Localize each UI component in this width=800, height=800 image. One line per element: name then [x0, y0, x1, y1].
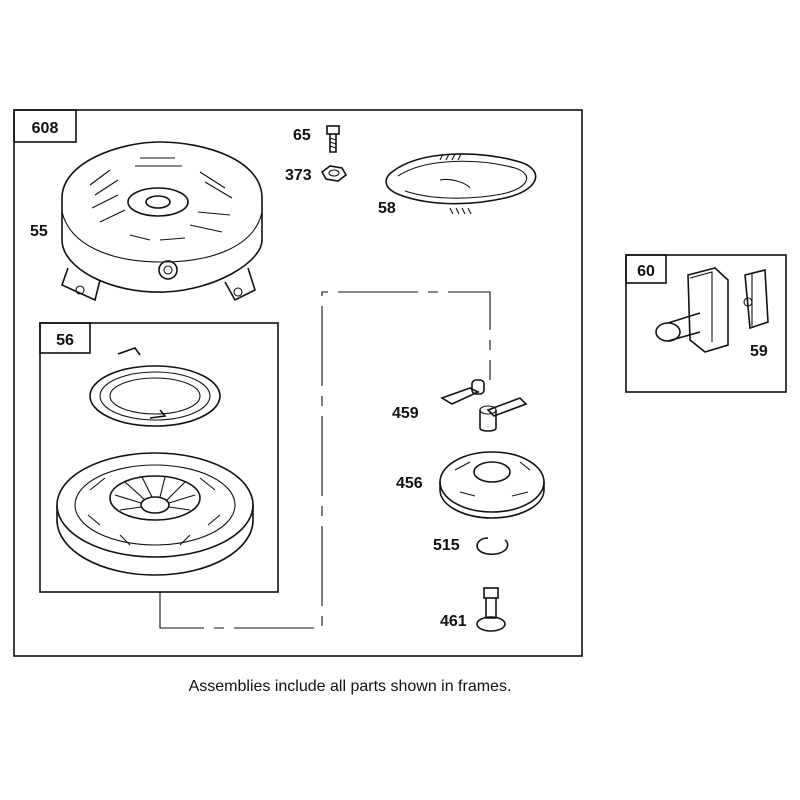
cup-drawing	[439, 451, 545, 519]
frame-608	[13, 109, 583, 657]
frame-60	[625, 254, 787, 393]
frame-56-label: 56	[56, 332, 74, 349]
pawl-drawing	[440, 379, 528, 432]
caption: Assemblies include all parts shown in fr…	[188, 678, 512, 695]
connector-lines	[159, 291, 491, 629]
frame-56-tab	[39, 322, 91, 354]
frame-60-tab	[625, 254, 667, 284]
starter-housing-drawing	[61, 141, 263, 302]
frame-608-label: 608	[32, 120, 59, 137]
label-58: 58	[378, 200, 396, 217]
screw-drawing	[326, 125, 340, 153]
frame-608-tab	[13, 109, 77, 143]
frame-56	[39, 322, 279, 593]
retainer-drawing	[476, 537, 509, 555]
nut-drawing	[320, 165, 348, 182]
pulley-drawing	[56, 452, 254, 576]
label-459: 459	[392, 405, 419, 422]
rope-drawing	[385, 153, 537, 215]
label-55: 55	[30, 223, 48, 240]
label-373: 373	[285, 167, 312, 184]
spring-drawing	[89, 347, 221, 427]
frame-60-label: 60	[637, 263, 655, 280]
label-65: 65	[293, 127, 311, 144]
handle-drawing	[655, 267, 769, 353]
label-59: 59	[750, 343, 768, 360]
label-456: 456	[396, 475, 423, 492]
label-515: 515	[433, 537, 460, 554]
shoulder-screw-drawing	[476, 587, 506, 632]
label-461: 461	[440, 613, 467, 630]
